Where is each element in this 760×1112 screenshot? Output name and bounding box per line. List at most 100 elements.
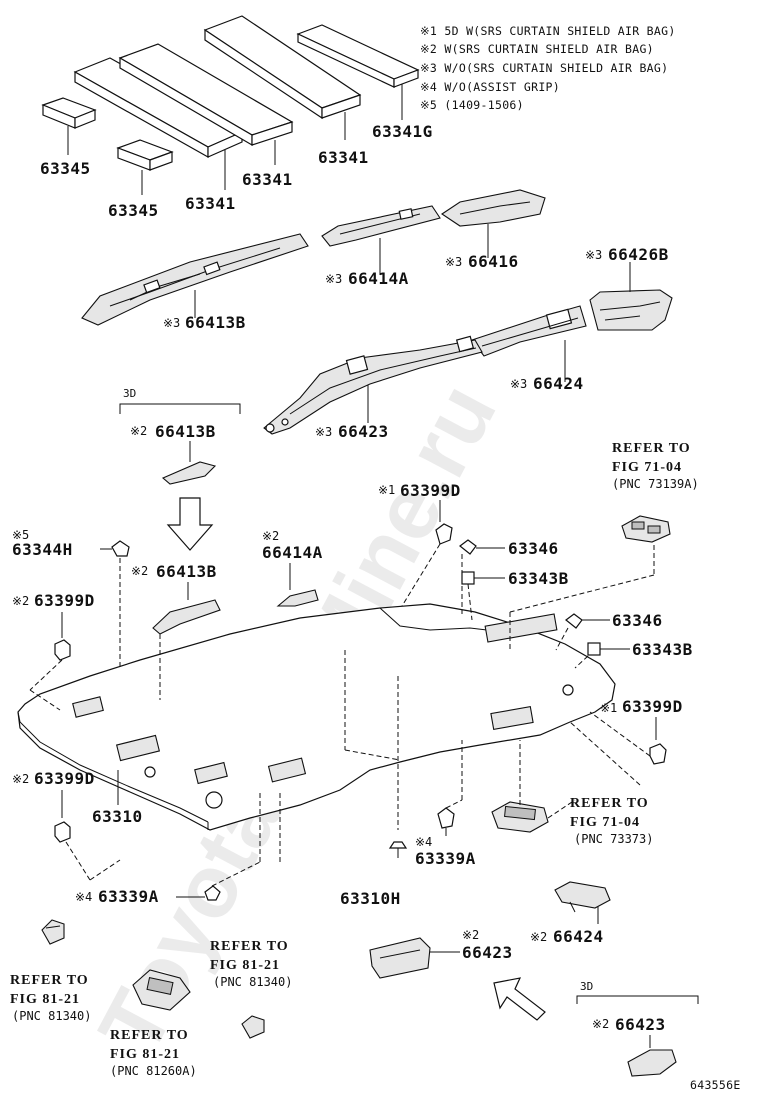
bracket-66413b-3d bbox=[161, 461, 217, 485]
mark-66414a-upper: ※3 bbox=[325, 272, 342, 286]
three-d-label-upper: 3D bbox=[123, 387, 136, 400]
headliner-hole bbox=[205, 791, 223, 809]
label-63399d-lower: 63399D bbox=[34, 769, 95, 788]
ref4-line2: FIG 81-21 bbox=[10, 992, 80, 1007]
headliner-cutout-rear-left bbox=[72, 696, 104, 718]
ref2-line1: REFER TO bbox=[570, 796, 649, 811]
label-63339a-left: 63339A bbox=[98, 887, 159, 906]
label-63341-a: 63341 bbox=[185, 194, 236, 213]
roof-pads: 63345 63345 63341 63341 63341 63341G bbox=[40, 15, 433, 220]
mark-63339a-left: ※4 bbox=[75, 890, 92, 904]
label-63341-c: 63341 bbox=[318, 148, 369, 167]
label-66414a-mid: 66414A bbox=[262, 543, 323, 562]
headliner-63310: 63310 bbox=[17, 603, 616, 831]
mark-63399d-center: ※1 bbox=[378, 483, 395, 497]
clip-63346-a bbox=[459, 539, 477, 555]
headliner-cutout-front-left bbox=[194, 761, 228, 785]
mark-66423-low: ※2 bbox=[462, 928, 479, 942]
pad-63345-a-end bbox=[74, 109, 96, 129]
notes-legend: ※1 5D W(SRS CURTAIN SHIELD AIR BAG) ※2 W… bbox=[420, 24, 675, 112]
label-63345-b: 63345 bbox=[108, 201, 159, 220]
panel-63341-c-end bbox=[321, 94, 361, 119]
clips-and-leaders: ※5 63344H ※2 66413B ※2 66414A ※2 63399D … bbox=[12, 481, 693, 908]
clip-63339a-left bbox=[204, 885, 221, 901]
label-66423-3d: 66423 bbox=[615, 1015, 666, 1034]
label-63399d-left: 63399D bbox=[34, 591, 95, 610]
ref1-line1: REFER TO bbox=[612, 441, 691, 456]
refer-to-blocks: REFER TO FIG 71-04 (PNC 73139A) REFER TO… bbox=[10, 441, 699, 1078]
clip-63399d-left bbox=[54, 639, 71, 661]
mark-66423-upper: ※3 bbox=[315, 425, 332, 439]
headliner-cutout-center bbox=[484, 613, 558, 643]
label-63341g: 63341G bbox=[372, 122, 433, 141]
ref5-line2: FIG 81-21 bbox=[110, 1047, 180, 1062]
arrow-diagonal-icon bbox=[493, 977, 546, 1021]
ref2-pnc: (PNC 73373) bbox=[574, 832, 653, 846]
pad-63345-b-end bbox=[149, 151, 173, 171]
ref1-pnc: (PNC 73139A) bbox=[612, 477, 699, 491]
bottom-parts: ※2 66424 ※2 66423 3D ※2 66423 643556E bbox=[41, 881, 741, 1092]
clip-63343b-b bbox=[587, 642, 601, 656]
label-66424-upper: 66424 bbox=[533, 374, 584, 393]
clip-63343b-a bbox=[461, 571, 475, 585]
label-63399d-center: 63399D bbox=[400, 481, 461, 500]
headliner-cutout-right bbox=[490, 706, 534, 730]
label-63339a-center: 63339A bbox=[415, 849, 476, 868]
label-63345-a: 63345 bbox=[40, 159, 91, 178]
note-2: ※2 W(SRS CURTAIN SHIELD AIR BAG) bbox=[420, 42, 654, 56]
three-d-label-lower: 3D bbox=[580, 980, 593, 993]
brackets-upper: ※3 66413B ※3 66414A ※3 66416 ※3 66426B ※… bbox=[81, 189, 673, 441]
label-63310h: 63310H bbox=[340, 889, 401, 908]
label-66416: 66416 bbox=[468, 252, 519, 271]
mark-66413b-upper: ※3 bbox=[163, 316, 180, 330]
mark-66413b-mid: ※2 bbox=[131, 564, 148, 578]
mark-66413b-3d: ※2 bbox=[130, 424, 147, 438]
mark-66423-3d: ※2 bbox=[592, 1017, 609, 1031]
ref5-pnc: (PNC 81260A) bbox=[110, 1064, 197, 1078]
label-66423-upper: 66423 bbox=[338, 422, 389, 441]
bracket-66423-upper bbox=[263, 339, 483, 435]
note-3: ※3 W/O(SRS CURTAIN SHIELD AIR BAG) bbox=[420, 61, 668, 75]
bracket-66423-low bbox=[369, 937, 431, 979]
label-63346-b: 63346 bbox=[612, 611, 663, 630]
headliner-cutout-grip bbox=[267, 757, 307, 783]
mark-63339a-center: ※4 bbox=[415, 835, 432, 849]
clip-63344h bbox=[111, 540, 130, 557]
ref1-line2: FIG 71-04 bbox=[612, 460, 682, 475]
mark-66424-upper: ※3 bbox=[510, 377, 527, 391]
mark-63399d-left: ※2 bbox=[12, 594, 29, 608]
label-66413b-upper: 66413B bbox=[185, 313, 246, 332]
headliner-cutout-mid-left bbox=[115, 734, 161, 762]
mark-66424-low: ※2 bbox=[530, 930, 547, 944]
label-63399d-right: 63399D bbox=[622, 697, 683, 716]
ref3-line1: REFER TO bbox=[210, 939, 289, 954]
bracket-66424-low bbox=[554, 881, 611, 909]
ref5-line1: REFER TO bbox=[110, 1028, 189, 1043]
clip-63310h bbox=[388, 841, 408, 849]
bracket-66413b-mid bbox=[152, 599, 221, 635]
bracket-66423-3d bbox=[627, 1049, 677, 1077]
ref3-line2: FIG 81-21 bbox=[210, 958, 280, 973]
label-63346-a: 63346 bbox=[508, 539, 559, 558]
label-66413b-3d: 66413B bbox=[155, 422, 216, 441]
mark-66416: ※3 bbox=[445, 255, 462, 269]
headliner-outline bbox=[17, 603, 616, 831]
note-4: ※4 W/O(ASSIST GRIP) bbox=[420, 80, 560, 94]
mark-63399d-lower: ※2 bbox=[12, 772, 29, 786]
figure-id: 643556E bbox=[690, 1078, 741, 1092]
bracket-66414a-mid bbox=[276, 589, 319, 607]
label-66414a-upper: 66414A bbox=[348, 269, 409, 288]
panel-63341-b-end bbox=[251, 121, 293, 146]
clip-63399d-center bbox=[435, 523, 453, 545]
label-66413b-mid: 66413B bbox=[156, 562, 217, 581]
label-66424-low: 66424 bbox=[553, 927, 604, 946]
clip-63399d-lower bbox=[54, 821, 71, 843]
label-63343b-b: 63343B bbox=[632, 640, 693, 659]
bracket-66416 bbox=[441, 189, 546, 227]
ref2-line2: FIG 71-04 bbox=[570, 815, 640, 830]
arrow-down-icon bbox=[166, 497, 214, 551]
bracket-66414a-upper bbox=[321, 205, 441, 247]
mark-63344h: ※5 bbox=[12, 528, 29, 542]
ref3-pnc: (PNC 81340) bbox=[213, 975, 292, 989]
